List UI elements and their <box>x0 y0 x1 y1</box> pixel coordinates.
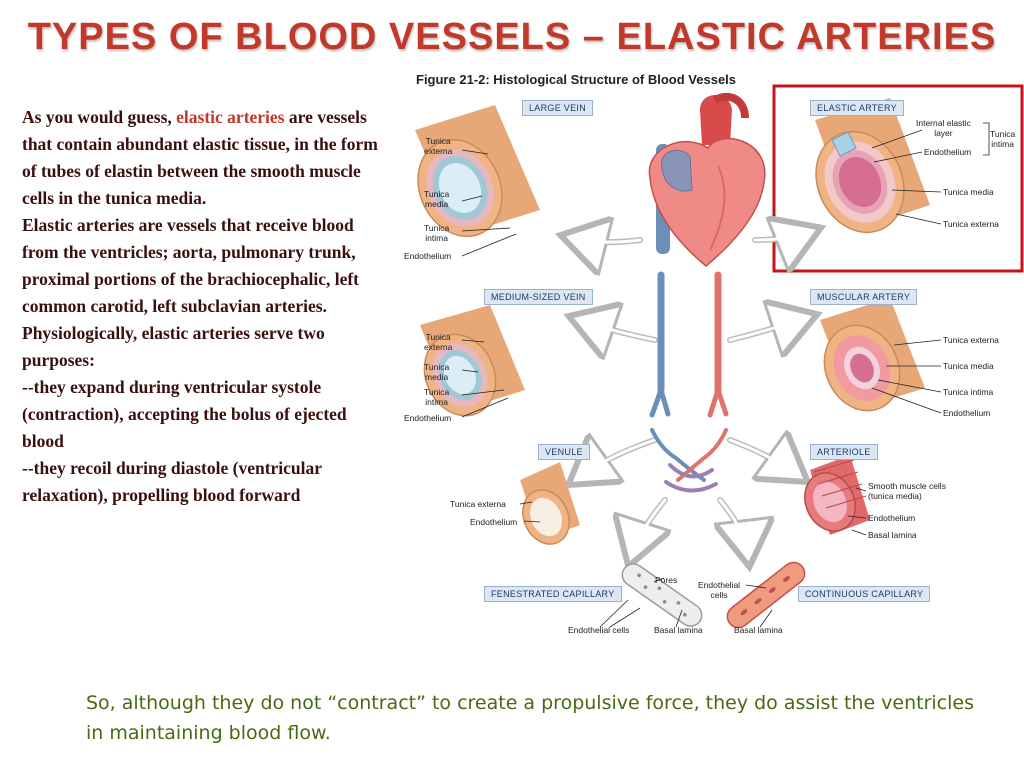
fenestrated-capillary-illustration <box>621 563 703 627</box>
label-muscular-artery: MUSCULAR ARTERY <box>810 289 918 305</box>
mv-tunica-externa: Tunica externa <box>424 332 453 352</box>
ma-tunica-media: Tunica media <box>943 361 994 371</box>
label-large-vein: LARGE VEIN <box>522 100 594 116</box>
paragraph-2: Elastic arteries are vessels that receiv… <box>22 215 360 370</box>
elastic-artery-illustration <box>815 98 930 234</box>
cc-basal-lamina: Basal lamina <box>734 625 783 635</box>
label-elastic-artery: ELASTIC ARTERY <box>810 100 904 116</box>
paragraph-4: --they recoil during diastole (ventricul… <box>22 458 322 505</box>
ea-tunica-media: Tunica media <box>943 187 994 197</box>
ea-endothelium: Endothelium <box>924 147 972 157</box>
ma-tunica-externa: Tunica externa <box>943 335 999 345</box>
fc-endothelial-cells: Endothelial cells <box>568 625 630 635</box>
ea-tunica-intima: Tunica intima <box>990 129 1016 149</box>
ea-tunica-externa: Tunica externa <box>943 219 999 229</box>
vn-tunica-externa: Tunica externa <box>450 499 506 509</box>
venule-illustration <box>520 462 580 545</box>
continuous-capillary-illustration <box>726 561 806 629</box>
paragraph-3: --they expand during ventricular systole… <box>22 377 347 451</box>
ma-endothelium: Endothelium <box>943 408 991 418</box>
slide-title: TYPES OF BLOOD VESSELS – ELASTIC ARTERIE… <box>27 16 997 58</box>
ar-basal-lamina: Basal lamina <box>868 530 917 540</box>
figure-title: Figure 21-2: Histological Structure of B… <box>416 72 737 87</box>
fc-pores: Pores <box>655 575 678 585</box>
label-venule: VENULE <box>538 444 590 460</box>
mv-tunica-intima: Tunica intima <box>424 387 450 407</box>
cc-endothelial-cells: Endothelial cells <box>698 580 741 600</box>
large-vein-illustration <box>415 105 540 238</box>
label-fenestrated-capillary: FENESTRATED CAPILLARY <box>484 586 622 602</box>
ar-endothelium: Endothelium <box>868 513 916 523</box>
lv-tunica-intima: Tunica intima <box>424 223 450 243</box>
heart-icon <box>648 92 766 267</box>
ma-tunica-intima: Tunica intima <box>943 387 994 397</box>
highlight-elastic-arteries: elastic arteries <box>176 107 285 127</box>
mv-endothelium: Endothelium <box>404 413 452 423</box>
lv-tunica-externa: Tunica externa <box>424 136 453 156</box>
elastic-artery-highlight-frame <box>772 84 1024 273</box>
label-medium-sized-vein: MEDIUM-SIZED VEIN <box>484 289 593 305</box>
paragraph-1: As you would guess, elastic arteries are… <box>22 107 378 208</box>
mv-tunica-media: Tunica media <box>424 362 450 382</box>
muscular-artery-illustration <box>820 298 925 412</box>
body-text: As you would guess, elastic arteries are… <box>22 104 380 509</box>
figure-illustration <box>415 84 1024 629</box>
lv-tunica-media: Tunica media <box>424 189 450 209</box>
caption-text: So, although they do not “contract” to c… <box>86 692 974 744</box>
capillary-bed <box>650 428 728 493</box>
ea-internal-elastic-layer: Internal elastic layer <box>916 118 971 138</box>
flow-arrows <box>572 232 810 555</box>
label-continuous-capillary: CONTINUOUS CAPILLARY <box>798 586 931 602</box>
vn-endothelium: Endothelium <box>470 517 518 527</box>
lv-endothelium: Endothelium <box>404 251 452 261</box>
fc-basal-lamina: Basal lamina <box>654 625 703 635</box>
ar-smooth-muscle-cells: Smooth muscle cells (tunica media) <box>868 481 946 501</box>
medium-vessels-center <box>649 271 729 418</box>
medium-vein-illustration <box>420 305 525 417</box>
label-arteriole: ARTERIOLE <box>810 444 878 460</box>
histology-figure: Figure 21-2: Histological Structure of B… <box>400 70 1024 650</box>
leader-lines <box>461 122 990 628</box>
arteriole-illustration <box>804 455 870 535</box>
